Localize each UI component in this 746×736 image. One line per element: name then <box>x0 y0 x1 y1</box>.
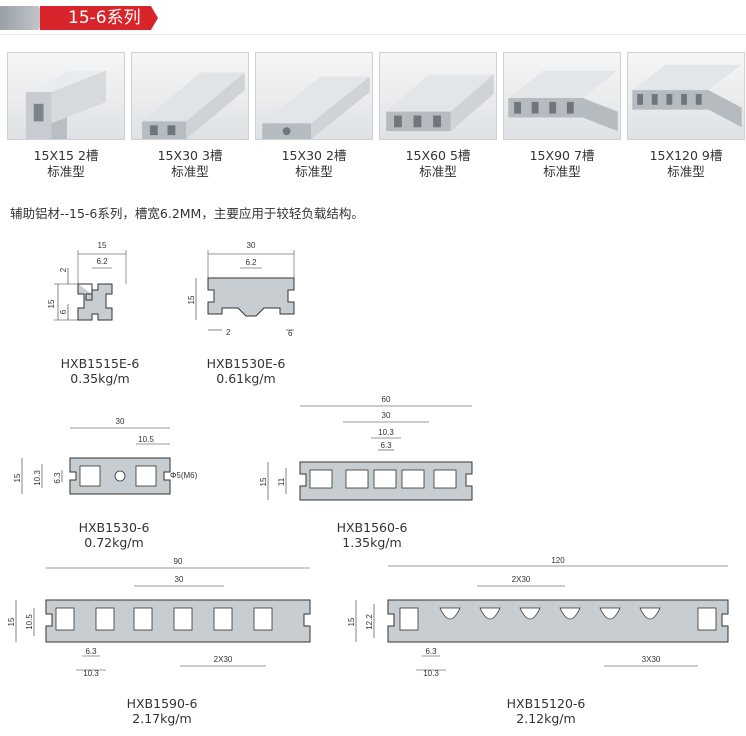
thumb-caption: 15X120 9槽标准型 <box>649 148 723 179</box>
thumb-15x120-image <box>627 52 745 140</box>
svg-text:30: 30 <box>382 411 391 420</box>
svg-text:60: 60 <box>382 395 391 404</box>
svg-text:3X30: 3X30 <box>642 655 661 664</box>
drawing-hxb1530e-6: 30 6.2 15 2 6 <box>187 241 295 338</box>
svg-text:15: 15 <box>187 295 196 304</box>
thumb-15x15-image <box>7 52 125 140</box>
svg-text:15: 15 <box>259 477 268 486</box>
svg-text:6.3: 6.3 <box>380 441 392 450</box>
svg-text:10.3: 10.3 <box>378 428 394 437</box>
svg-text:6.2: 6.2 <box>96 257 108 266</box>
svg-text:6.2: 6.2 <box>245 258 257 267</box>
drawing-hxb15120-6: 120 2X30 15 12.2 6.3 10.3 3X30 <box>347 556 729 678</box>
svg-text:120: 120 <box>551 556 565 565</box>
svg-text:15: 15 <box>347 617 356 626</box>
thumb-caption: 15X15 2槽标准型 <box>33 148 99 179</box>
svg-text:2: 2 <box>226 328 231 337</box>
thumb-caption: 15X60 5槽标准型 <box>405 148 471 179</box>
svg-text:2X30: 2X30 <box>512 575 531 584</box>
svg-text:10.3: 10.3 <box>423 669 439 678</box>
thumb-15x90-image <box>503 52 621 140</box>
svg-text:90: 90 <box>174 557 183 566</box>
header-red-tab <box>40 6 158 30</box>
thumb-caption: 15X30 2槽标准型 <box>281 148 347 179</box>
drawing-hxb1515e-6: 15 6.2 15 2 6 <box>47 241 127 321</box>
thumb-caption: 15X30 3槽标准型 <box>157 148 223 179</box>
svg-text:10.5: 10.5 <box>138 435 154 444</box>
svg-text:15: 15 <box>7 617 16 626</box>
svg-text:30: 30 <box>247 241 256 250</box>
svg-text:11: 11 <box>277 477 286 486</box>
thumb-15x30-3slot-image <box>131 52 249 140</box>
svg-text:6.3: 6.3 <box>53 472 62 484</box>
svg-text:10.3: 10.3 <box>83 669 99 678</box>
svg-text:15: 15 <box>98 241 107 250</box>
thumb-caption: 15X90 7槽标准型 <box>529 148 595 179</box>
svg-text:15: 15 <box>13 473 22 482</box>
svg-text:30: 30 <box>175 575 184 584</box>
series-description: 辅助铝材--15-6系列，槽宽6.2MM，主要应用于较轻负载结构。 <box>10 206 364 221</box>
svg-text:6.3: 6.3 <box>425 647 437 656</box>
svg-text:2: 2 <box>59 267 68 272</box>
svg-text:6: 6 <box>59 309 68 314</box>
svg-text:2X30: 2X30 <box>214 655 233 664</box>
thumb-15x30-2slot-image <box>255 52 373 140</box>
series-title: 15-6系列 <box>68 8 141 28</box>
drawing-hxb1560-6: 60 30 10.3 6.3 15 11 <box>259 395 473 501</box>
svg-text:15: 15 <box>47 299 56 308</box>
svg-text:Φ5(M6): Φ5(M6) <box>170 471 198 480</box>
header-divider <box>0 34 746 35</box>
svg-text:10.5: 10.5 <box>25 614 34 630</box>
svg-text:6: 6 <box>288 329 293 338</box>
svg-text:6.3: 6.3 <box>85 647 97 656</box>
svg-text:12.2: 12.2 <box>365 614 374 630</box>
svg-text:10.3: 10.3 <box>33 470 42 486</box>
drawing-hxb1590-6: 90 30 15 10.5 6.3 10.3 2X30 <box>7 557 311 678</box>
drawing-hxb1530-6: 30 10.5 15 10.3 6.3 Φ5(M6) <box>13 417 198 495</box>
thumb-15x60-image <box>379 52 497 140</box>
svg-text:30: 30 <box>116 417 125 426</box>
series-header: 15-6系列 <box>0 0 746 36</box>
